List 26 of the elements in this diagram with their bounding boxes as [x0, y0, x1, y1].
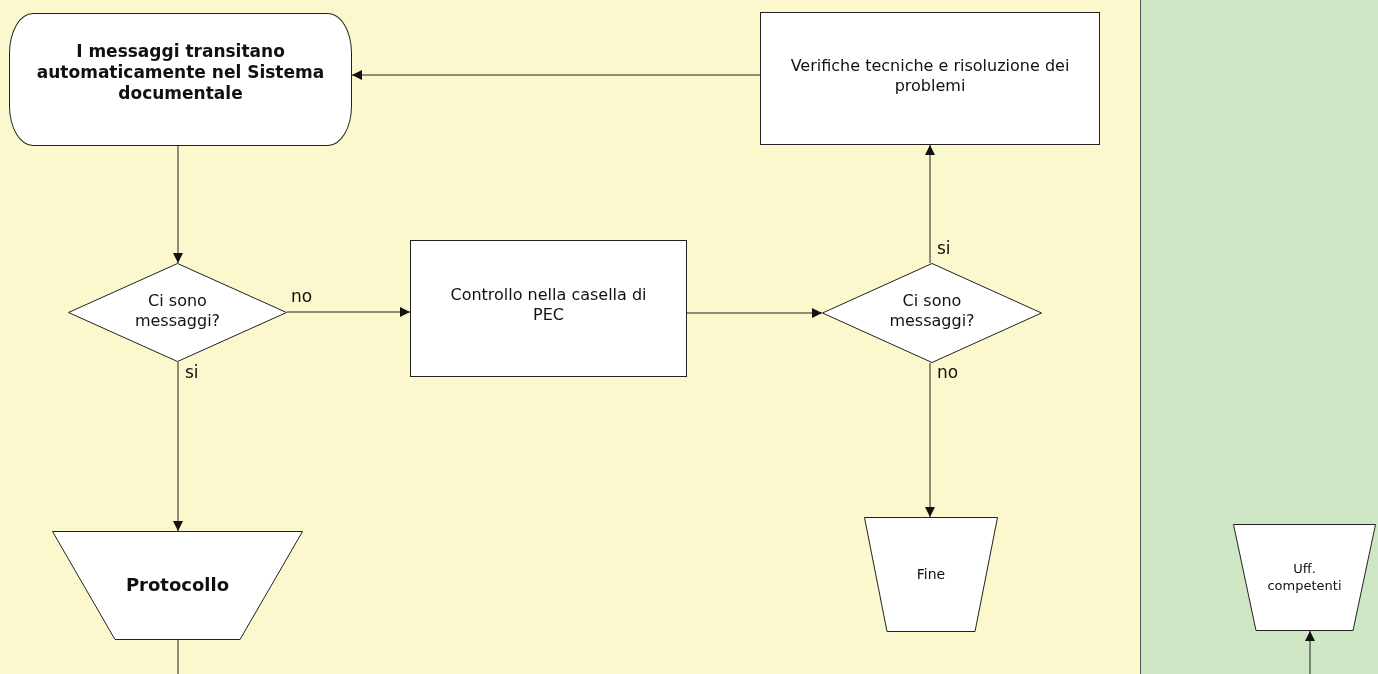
- terminal-trapezoid: [1233, 524, 1376, 631]
- start-box: [9, 13, 352, 146]
- arrow: [925, 144, 935, 264]
- terminal-trapezoid: [864, 517, 998, 632]
- node-text: Ci sono messaggi?: [888, 291, 976, 331]
- terminal-trapezoid: [52, 531, 303, 640]
- node-text: Controllo nella casella di PEC: [449, 284, 648, 325]
- edge-label: si: [936, 240, 952, 257]
- arrow: [173, 145, 183, 264]
- node-text: Ci sono messaggi?: [133, 290, 222, 331]
- edge-label: si: [184, 364, 200, 381]
- node-text: Fine: [916, 565, 946, 584]
- node-text: I messaggi transitano automaticamente nel Sistema documentale: [35, 40, 326, 105]
- decision-diamond: [68, 263, 287, 362]
- arrow: [925, 362, 935, 518]
- node-text: Uff. competenti: [1266, 561, 1343, 594]
- node-text: Protocollo: [125, 574, 230, 597]
- arrow: [686, 308, 823, 318]
- node-text: Verifiche tecniche e risoluzione dei problemi: [789, 55, 1071, 96]
- arrow: [351, 70, 761, 80]
- arrow: [1305, 630, 1315, 674]
- arrow: [173, 361, 183, 532]
- process-box: [410, 240, 687, 377]
- decision-diamond: [822, 263, 1042, 363]
- process-box: [760, 12, 1100, 145]
- arrow: [286, 307, 411, 317]
